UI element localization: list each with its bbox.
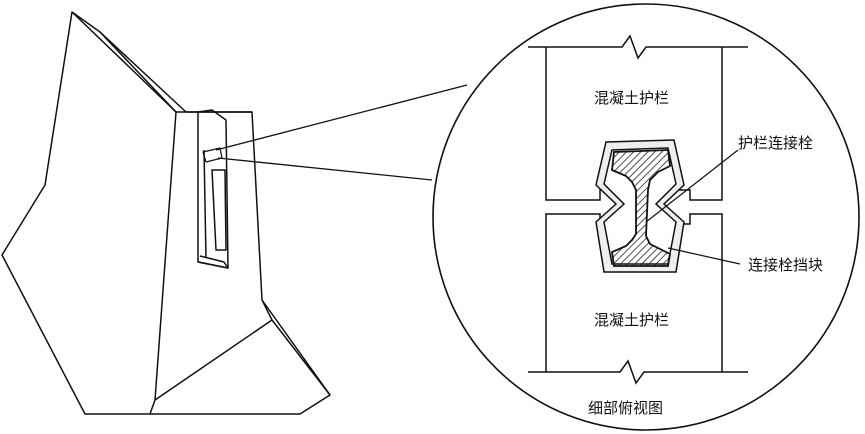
concrete-barrier-3d	[1, 11, 331, 415]
detail-view-caption: 细部俯视图	[588, 399, 663, 417]
top-break-line	[528, 34, 748, 60]
barrier-joint-slot	[197, 109, 229, 269]
connector-bolt-label: 护栏连接栓	[738, 134, 813, 152]
barrier-base-line	[154, 319, 331, 401]
joint-bolt-small	[202, 147, 223, 163]
magnifier-leaders	[215, 84, 468, 181]
label-pointers	[645, 149, 741, 265]
joint-slot-inner	[203, 149, 227, 259]
barrier-top-edge	[99, 31, 187, 113]
joint-slot-lip	[197, 255, 229, 269]
barrier-side-face	[150, 111, 331, 415]
bolt-stopper-label: 连接栓挡块	[748, 256, 823, 274]
bottom-barrier-label: 混凝土护栏	[594, 311, 669, 329]
detail-magnifier: 混凝土护栏 混凝土护栏 护栏连接栓 连接栓挡块 细部俯视图	[432, 3, 860, 431]
i-beam-connector	[611, 149, 671, 267]
bottom-break-line	[528, 359, 748, 385]
top-barrier-label: 混凝土护栏	[594, 89, 669, 107]
barrier-face-break	[261, 299, 273, 321]
barrier-front-face	[1, 11, 177, 415]
